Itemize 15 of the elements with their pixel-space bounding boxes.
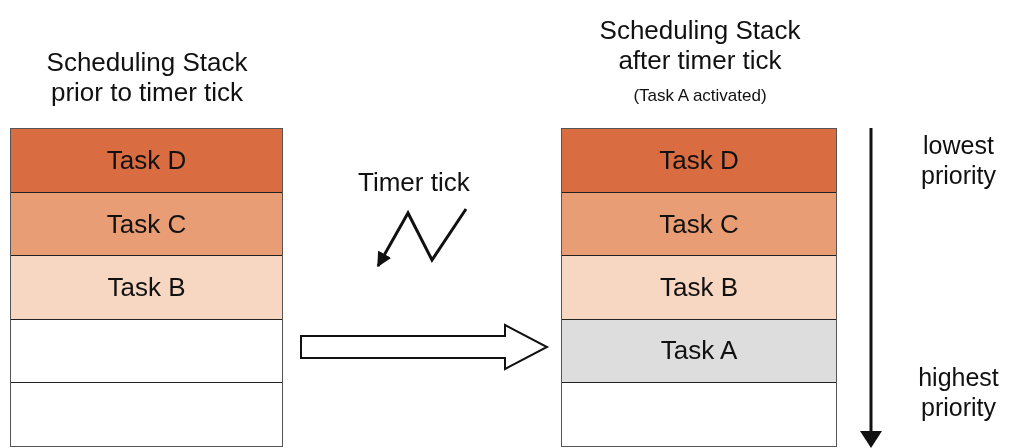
priority-label: highest priority [917, 362, 1000, 422]
stack-heading: Scheduling Stack after timer tick [598, 15, 802, 75]
event-label: Timer tick [358, 167, 503, 199]
priority-label: lowest priority [920, 130, 997, 190]
task-slot: Task C [562, 192, 836, 256]
task-slot: Task A [562, 318, 836, 382]
block-arrow [300, 323, 550, 371]
stack-heading: Scheduling Stack prior to timer tick [45, 47, 249, 107]
task-slot: Task B [11, 255, 282, 319]
task-slot: Task D [562, 129, 836, 193]
stack-subheading: (Task A activated) [632, 86, 768, 106]
task-slot: Task C [11, 192, 282, 256]
lightning-arrow [376, 208, 468, 268]
task-slot: Task B [562, 255, 836, 319]
task-slot: Task D [11, 129, 282, 193]
